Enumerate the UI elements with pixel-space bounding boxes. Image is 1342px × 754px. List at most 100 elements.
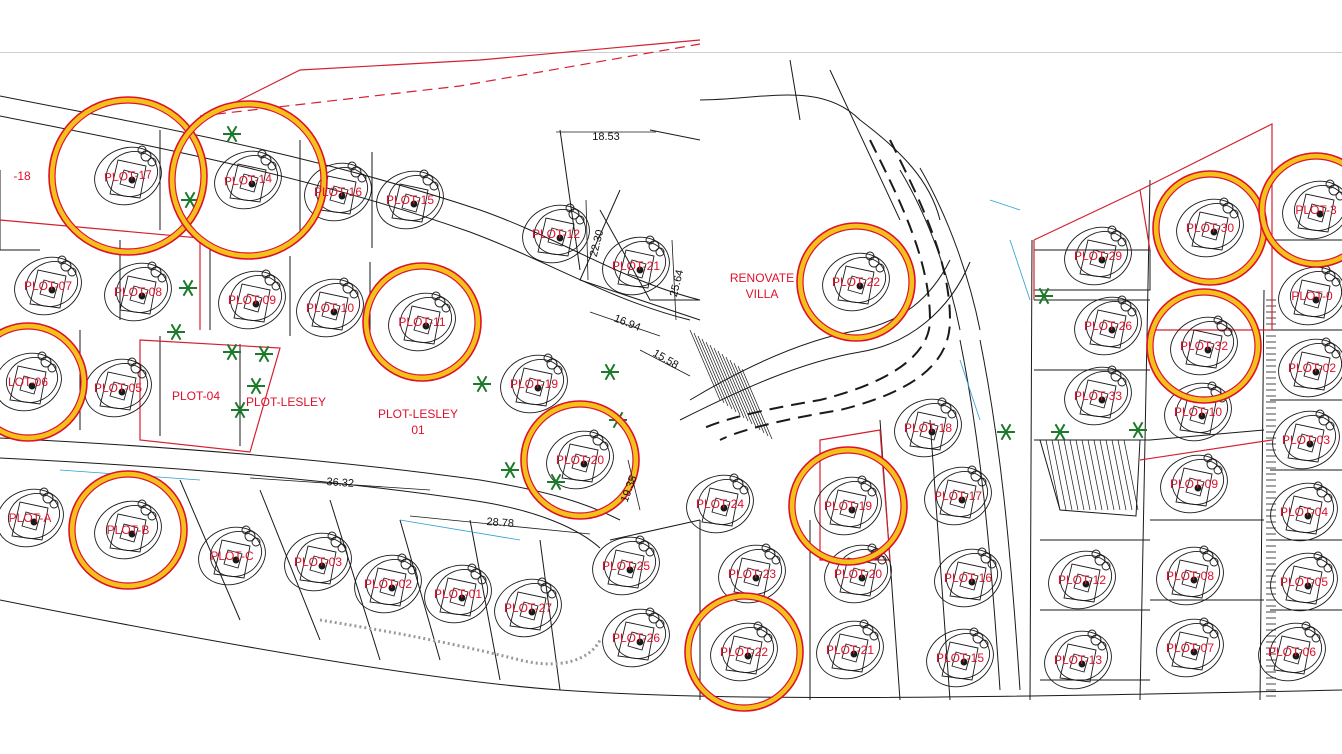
plot-label-p20b[interactable]: PLOT-20 [834,567,882,581]
plot-label-p03r[interactable]: PLOT-03 [1282,433,1330,447]
dimension-line-d3 [671,239,677,321]
plot-label-p24[interactable]: PLOT-24 [696,497,744,511]
plot-label-pA[interactable]: PLOT-A [9,511,52,525]
pool-shape-icon [37,351,57,373]
plot-label-p19[interactable]: PLOT-19 [510,377,558,391]
plot-label-p17b[interactable]: PLOT-17 [934,489,982,503]
pool-shape-icon [261,269,281,291]
plot-label-p04r[interactable]: PLOT-04 [1280,505,1328,519]
plot-label-p27[interactable]: PLOT-27 [504,601,552,615]
plot-label-p10[interactable]: PLOT-10 [306,301,354,315]
plot-label-p32[interactable]: PLOT-32 [1180,339,1228,353]
plot-label-p01[interactable]: PLOT-01 [434,587,482,601]
plot-label-p18l[interactable]: -18 [13,169,31,183]
highlight-ring-p22a[interactable] [796,222,916,342]
plot-label-p29[interactable]: PLOT-29 [1074,249,1122,263]
highlight-ring-p20a[interactable] [520,400,640,520]
highlight-ring-pB[interactable] [68,470,188,590]
plot-label-p13[interactable]: PLOT-13 [1054,653,1102,667]
house-outline [814,475,882,536]
plot-label-p12[interactable]: PLOT-12 [532,227,580,241]
plot-label-p3x[interactable]: PLOT-3 [1295,203,1337,217]
palm-tree-icon [601,363,619,381]
pool-shape-icon [1091,549,1111,571]
plot-label-p16[interactable]: PLOT-16 [314,185,362,199]
plot-label-plesley[interactable]: PLOT-LESLEY [246,395,326,409]
highlight-ring-p06[interactable] [0,322,88,442]
house-outline [1282,179,1342,240]
plot-label-p20a[interactable]: PLOT-20 [556,453,604,467]
plot-label-p26[interactable]: PLOT-26 [612,631,660,645]
plot-label-villa-line0[interactable]: RENOVATE [730,271,794,285]
highlight-ring-p3x[interactable] [1258,152,1342,268]
plot-label-p06r[interactable]: PLOT-06 [1268,645,1316,659]
dimension-label-d1: 18.53 [592,131,620,143]
plot-label-p21b[interactable]: PLOT-21 [826,643,874,657]
plot-label-p02r[interactable]: PLOT-02 [1288,361,1336,375]
house-outline [84,357,152,418]
plot-label-p05[interactable]: PLOT-05 [94,381,142,395]
plot-label-p08[interactable]: PLOT-08 [114,285,162,299]
plot-label-p17[interactable]: PLOT-17 [104,167,153,184]
plot-label-plesley01-line1[interactable]: 01 [411,423,425,437]
pool-shape-icon [1313,551,1333,573]
plot-label-p12b[interactable]: PLOT-12 [1058,573,1106,587]
palm-tree-icon [247,377,265,395]
plot-label-p04[interactable]: PLOT-04 [172,389,220,403]
plot-label-p07[interactable]: PLOT-07 [24,279,72,293]
house-outline [376,169,444,230]
highlight-ring-p14[interactable] [168,100,328,260]
plot-label-p14[interactable]: PLOT-14 [224,171,273,188]
plot-label-p16b[interactable]: PLOT-16 [944,571,992,585]
dimension-label-d3: 25.64 [668,268,686,298]
plot-label-p11[interactable]: PLOT-11 [398,315,445,329]
plot-label-p07b[interactable]: PLOT-07 [1166,641,1214,655]
plot-label-pC[interactable]: PLOT-C [210,549,254,563]
pool-shape-icon [1199,617,1219,639]
highlight-ring-p11[interactable] [362,262,482,382]
dimension-label-d2: 22.30 [588,228,606,258]
plot-label-p23[interactable]: PLOT-23 [728,567,776,581]
plot-label-p02[interactable]: PLOT-02 [364,577,412,591]
palm-tree-icon [997,423,1015,441]
house-outline [1160,453,1228,514]
plot-label-p0r1[interactable]: PLOT-0 [1291,289,1333,303]
highlight-ring-p19b[interactable] [788,446,908,566]
highlight-ring-p32[interactable] [1146,288,1262,404]
highlight-ring-p22b[interactable] [684,592,804,712]
plot-label-p03[interactable]: PLOT-03 [294,555,342,569]
palm-tree-icon [1129,421,1147,439]
house-outline [1156,617,1224,678]
plot-label-plesley01-line0[interactable]: PLOT-LESLEY [378,407,458,421]
pool-shape-icon [241,525,261,547]
plot-label-p21a[interactable]: PLOT-21 [612,259,660,273]
plot-label-p08b[interactable]: PLOT-08 [1166,569,1214,583]
plot-label-p05r[interactable]: PLOT-05 [1280,575,1328,589]
plot-label-p26b[interactable]: PLOT-26 [1084,319,1132,333]
plot-label-pB[interactable]: PLOT-B [107,523,150,537]
plot-label-p25[interactable]: PLOT-25 [602,559,650,573]
plot-label-villa-line1[interactable]: VILLA [746,287,779,301]
house-outline [602,607,670,668]
plot-label-p22b[interactable]: PLOT-22 [720,645,768,659]
pool-shape-icon [1107,225,1127,247]
plot-label-p15b[interactable]: PLOT-15 [936,651,984,665]
plot-label-p09b[interactable]: PLOT-09 [1170,477,1218,491]
plot-label-p33[interactable]: PLOT-33 [1074,389,1122,403]
plot-label-p06[interactable]: LOT-06 [8,375,48,389]
plot-label-p10b[interactable]: PLOT-10 [1174,405,1222,419]
plot-label-p30[interactable]: PLOT-30 [1186,221,1234,235]
palm-tree-icon [179,279,197,297]
house-outline [494,577,562,638]
dimension-line-d2 [585,199,589,281]
plot-label-p15[interactable]: PLOT-15 [386,193,434,207]
plot-label-p22a[interactable]: PLOT-22 [832,275,880,289]
plot-label-p18[interactable]: PLOT-18 [904,421,952,435]
plot-label-p09[interactable]: PLOT-09 [228,293,276,307]
plot-label-p19b[interactable]: PLOT-19 [824,499,872,513]
pool-shape-icon [859,619,879,641]
highlight-ring-p17[interactable] [48,96,208,256]
pool-shape-icon [1301,621,1321,643]
pool-shape-icon [327,531,347,553]
